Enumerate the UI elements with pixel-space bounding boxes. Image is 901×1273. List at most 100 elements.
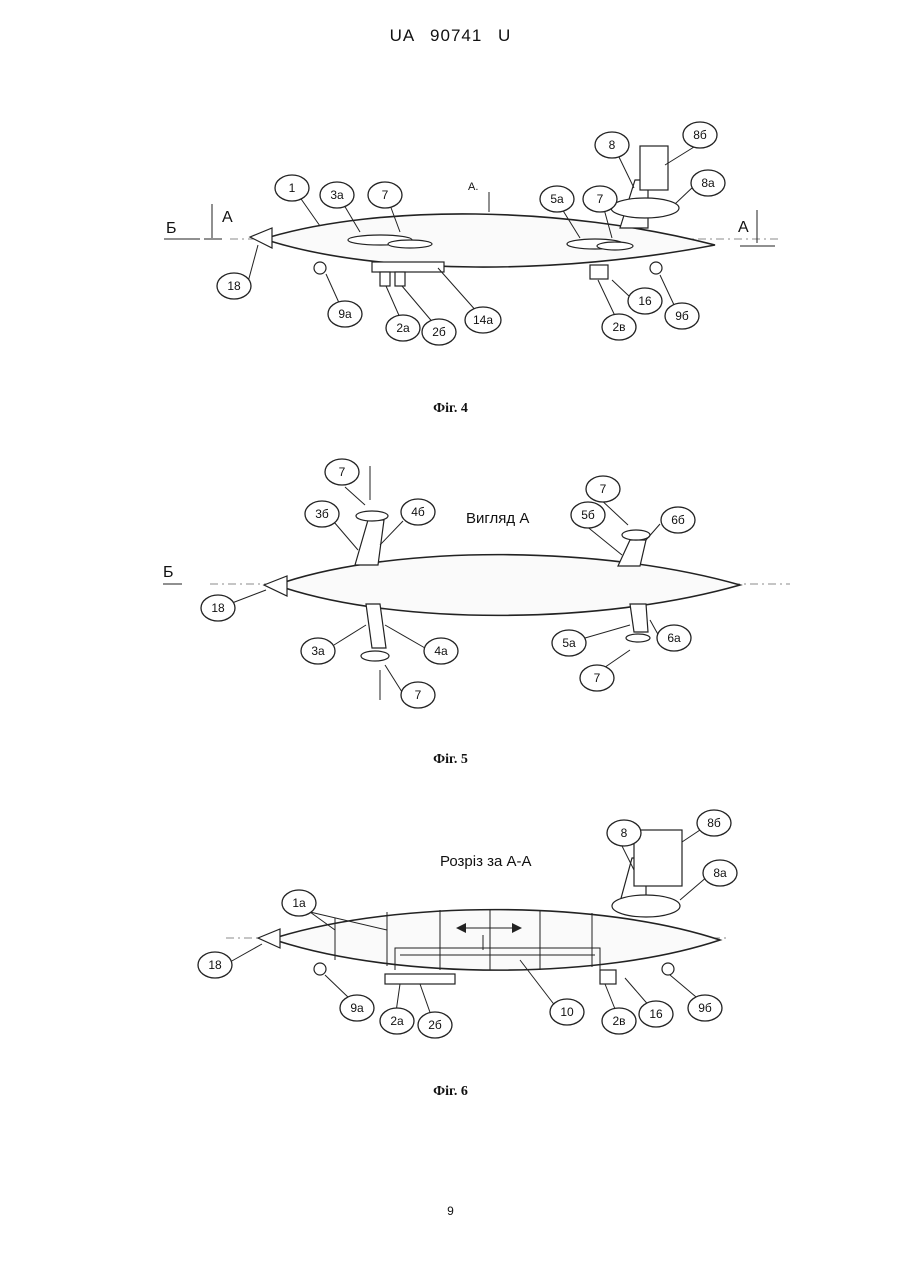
engine-pod-rear-2 (597, 242, 633, 250)
svg-text:2а: 2а (390, 1014, 404, 1028)
svg-text:8б: 8б (693, 128, 707, 142)
svg-text:4а: 4а (434, 644, 448, 658)
part-label-7-bottom-rear: 7 (580, 665, 614, 691)
svg-text:7: 7 (594, 671, 601, 685)
svg-text:9а: 9а (350, 1001, 364, 1015)
gondola-leg-1 (380, 272, 390, 286)
svg-text:9б: 9б (675, 309, 689, 323)
lower-front-pylon (366, 604, 386, 648)
svg-text:2б: 2б (428, 1018, 442, 1032)
svg-text:7: 7 (600, 482, 607, 496)
rear-wheel (662, 963, 674, 975)
svg-text:1а: 1а (292, 896, 306, 910)
upper-front-pylon (355, 520, 384, 565)
page-number: 9 (0, 1204, 901, 1218)
svg-text:1: 1 (289, 181, 296, 195)
svg-text:2а: 2а (396, 321, 410, 335)
part-label-7-top-front: 7 (325, 459, 359, 485)
part-label-6a: 6а (657, 625, 691, 651)
svg-text:5а: 5а (562, 636, 576, 650)
part-label-4a: 4а (424, 638, 458, 664)
part-label-5a: 5а (540, 186, 574, 212)
svg-text:10: 10 (560, 1005, 574, 1019)
gondola (385, 974, 455, 984)
svg-text:8а: 8а (701, 176, 715, 190)
airship-hull-section (278, 910, 720, 971)
part-label-3b: 3б (305, 501, 339, 527)
svg-text:3б: 3б (315, 507, 329, 521)
part-label-16: 16 (639, 1001, 673, 1027)
airship-hull (285, 555, 740, 616)
view-letter-A-left: А (222, 209, 233, 226)
svg-text:2в: 2в (612, 1014, 625, 1028)
svg-text:7: 7 (415, 688, 422, 702)
upper-rear-pylon (618, 540, 646, 566)
svg-text:6б: 6б (671, 513, 685, 527)
part-label-9b: 9б (665, 303, 699, 329)
part-label-2v: 2в (602, 1008, 636, 1034)
part-label-2b: 2б (422, 319, 456, 345)
svg-text:3а: 3а (311, 644, 325, 658)
part-label-14a: 14а (465, 307, 501, 333)
upper-rear-rotor (622, 530, 650, 540)
part-label-7-rear: 7 (583, 186, 617, 212)
nose-cone (264, 576, 287, 596)
part-label-4b: 4б (401, 499, 435, 525)
figure-4-caption: Фіг. 4 (0, 401, 901, 417)
svg-text:18: 18 (227, 279, 241, 293)
svg-text:3а: 3а (330, 188, 344, 202)
part-label-3a: 3а (301, 638, 335, 664)
tail-rotor-blade (634, 830, 682, 886)
front-wheel (314, 963, 326, 975)
figure-6-caption: Фіг. 6 (0, 1084, 901, 1100)
part-label-9b: 9б (688, 995, 722, 1021)
part-label-8: 8 (607, 820, 641, 846)
svg-text:5а: 5а (550, 192, 564, 206)
tail-rotor-blade (640, 146, 668, 190)
nose-cone (258, 929, 280, 948)
lower-rear-pylon (630, 604, 648, 632)
tail-rotor-disk (611, 198, 679, 218)
svg-text:7: 7 (597, 192, 604, 206)
part-label-9a: 9а (340, 995, 374, 1021)
part-label-8a: 8а (691, 170, 725, 196)
svg-text:14а: 14а (473, 313, 493, 327)
part-label-7-top-rear: 7 (586, 476, 620, 502)
svg-text:16: 16 (638, 294, 652, 308)
rear-gear (590, 265, 608, 279)
svg-text:2б: 2б (432, 325, 446, 339)
part-label-16: 16 (628, 288, 662, 314)
part-label-7-bottom-front: 7 (401, 682, 435, 708)
part-label-8a: 8а (703, 860, 737, 886)
figure-5-caption: Фіг. 5 (0, 752, 901, 768)
figure-4: Б А А А. 1 3а 7 5а 7 8 8б (0, 110, 901, 360)
svg-text:8: 8 (609, 138, 616, 152)
gondola-leg-2 (395, 272, 405, 286)
lower-front-rotor (361, 651, 389, 661)
gondola (372, 262, 444, 272)
view-letter-A-top: А. (468, 181, 478, 193)
part-label-5a: 5а (552, 630, 586, 656)
part-label-18: 18 (198, 952, 232, 978)
part-label-3a: 3а (320, 182, 354, 208)
view-letter-B: Б (166, 220, 177, 237)
part-label-18: 18 (201, 595, 235, 621)
view-letter-A-right: А (738, 219, 749, 236)
svg-text:9а: 9а (338, 307, 352, 321)
svg-text:7: 7 (382, 188, 389, 202)
figure-6: Розріз за А-А 8 8б 8а 1а 18 9а 2а 2б 10 … (0, 805, 901, 1050)
tail-rotor-disk (612, 895, 680, 917)
part-label-8: 8 (595, 132, 629, 158)
part-label-10: 10 (550, 999, 584, 1025)
part-label-18: 18 (217, 273, 251, 299)
part-label-8b: 8б (683, 122, 717, 148)
svg-text:16: 16 (649, 1007, 663, 1021)
svg-text:8а: 8а (713, 866, 727, 880)
part-label-1a: 1а (282, 890, 316, 916)
part-label-1: 1 (275, 175, 309, 201)
nose-cone (250, 228, 272, 248)
svg-text:9б: 9б (698, 1001, 712, 1015)
part-label-2v: 2в (602, 314, 636, 340)
lower-rear-rotor (626, 634, 650, 642)
patent-number-header: UA 90741 U (0, 26, 901, 46)
